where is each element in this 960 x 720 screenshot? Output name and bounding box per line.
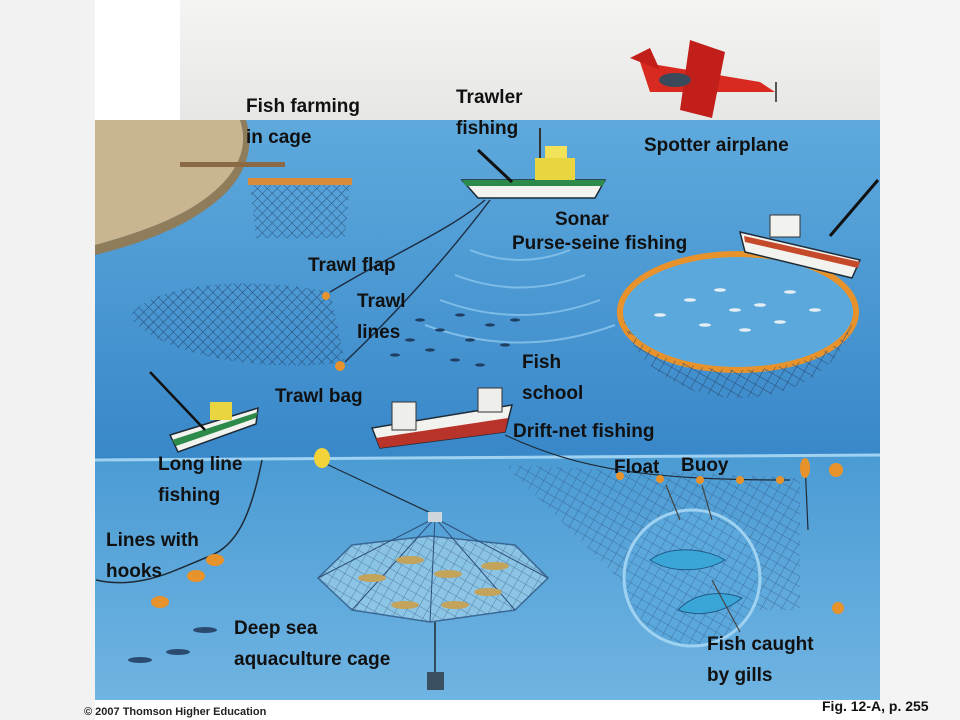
sonar-waves (424, 249, 616, 344)
pier (180, 162, 285, 167)
deep-sea-cage (314, 448, 550, 690)
buoy-pointer (701, 484, 713, 521)
trawler-boat (460, 128, 607, 199)
purse-seine-boat (738, 179, 880, 279)
figure-reference: Fig. 12-A, p. 255 (822, 698, 929, 714)
label-trawl-flap: Trawl flap (308, 255, 396, 276)
gilled-fish (649, 549, 743, 615)
fish-cage-net (250, 182, 350, 238)
trawl-float (335, 361, 345, 371)
drift-net-floats (616, 463, 844, 614)
trawl-lines (344, 199, 491, 363)
label-long-line: Long line fishing (158, 454, 243, 506)
long-line-floats (151, 554, 224, 608)
label-fish-caught: Fish caught by gills (707, 634, 814, 686)
label-fish-farming: Fish farming in cage (246, 96, 361, 148)
trawl-net (130, 283, 345, 366)
label-spotter-airplane: Spotter airplane (644, 135, 789, 156)
trawl-lines (329, 199, 486, 293)
coastline (95, 120, 244, 245)
gill-pointer (711, 579, 741, 633)
fish-cage-frame (248, 178, 352, 185)
label-trawl-bag: Trawl bag (275, 386, 363, 407)
label-drift-net: Drift-net fishing (513, 421, 655, 442)
label-lines-with-hooks: Lines with hooks (106, 530, 199, 582)
fish-school (390, 313, 520, 367)
left-margin (0, 0, 95, 720)
label-fish-school: Fish school (522, 352, 584, 404)
label-deep-sea-cage: Deep sea aquaculture cage (234, 618, 391, 670)
label-float: Float (614, 457, 660, 478)
gill-net-inset-mesh (626, 512, 758, 644)
right-margin (880, 0, 960, 720)
purse-seine-net (622, 312, 854, 398)
coast-shadow (95, 120, 250, 255)
float-pointer (665, 484, 681, 521)
label-trawl-lines: Trawl lines (357, 291, 406, 343)
spotter-airplane (630, 40, 777, 118)
long-line-boat (149, 371, 259, 453)
purse-seine-fish (654, 288, 821, 332)
label-purse-seine: Purse-seine fishing (512, 233, 688, 254)
label-buoy: Buoy (681, 455, 729, 476)
drift-net-ship (370, 387, 514, 449)
trawl-float (322, 292, 330, 300)
water-line (94, 453, 881, 462)
copyright-text: © 2007 Thomson Higher Education (84, 706, 267, 718)
hooked-fish (128, 627, 217, 663)
buoy-marker (800, 458, 810, 531)
label-sonar: Sonar (555, 209, 609, 230)
label-trawler-fishing: Trawler fishing (456, 87, 523, 139)
